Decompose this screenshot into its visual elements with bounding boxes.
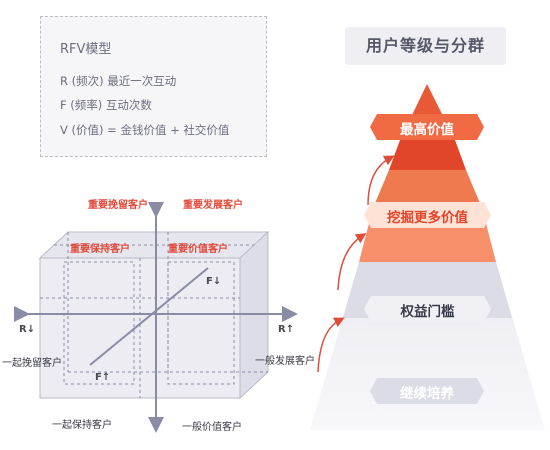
axis-label-f-low: F↓ [206, 276, 222, 287]
f-axis [89, 267, 209, 366]
rfv-line-value: V (价值) = 金钱价值 + 社交价值 [60, 123, 230, 137]
tag-keep-nurturing [370, 378, 484, 404]
axis-label-r-high: R↑ [278, 324, 295, 335]
axis-label-f-high: F↑ [95, 372, 111, 383]
pyramid-title: 用户等级与分群 [365, 36, 485, 55]
tag-benefit-threshold [364, 296, 491, 322]
label-general-recall: 一起挽留客户 [2, 358, 62, 369]
label-general-develop: 一般发展客户 [255, 356, 315, 367]
rfv-line-recency: R (频次) 最近一次互动 [60, 74, 177, 88]
label-general-keep: 一起保持客户 [52, 420, 112, 431]
label-important-value: 重要价值客户 [168, 244, 228, 255]
level-keep-nurturing: 继续培养 [400, 386, 454, 402]
label-important-recall: 重要挽留客户 [88, 200, 148, 211]
growth-arrows [317, 155, 395, 373]
cube-division-lines [40, 232, 268, 398]
level-benefit-threshold: 权益门槛 [400, 304, 455, 320]
label-important-keep: 重要保持客户 [70, 244, 130, 255]
rfv-axes [14, 202, 298, 433]
user-pyramid [310, 84, 545, 430]
pyramid-title-box: 用户等级与分群 [345, 27, 506, 65]
label-important-develop: 重要发展客户 [183, 200, 243, 211]
label-general-value: 一般价值客户 [182, 422, 242, 433]
tag-dig-more-value [364, 202, 491, 228]
pyramid-band-1 [389, 140, 466, 170]
tag-highest-value [370, 114, 484, 140]
level-dig-more-value: 挖掘更多价值 [387, 210, 468, 226]
rfv-title: RFV模型 [60, 42, 112, 57]
rfv-line-frequency: F (频率) 互动次数 [60, 98, 152, 112]
rfv-definition-box: RFV模型 R (频次) 最近一次互动 F (频率) 互动次数 V (价值) =… [40, 16, 267, 157]
level-highest-value: 最高价值 [400, 122, 454, 138]
pyramid-band-2 [373, 170, 482, 208]
axis-label-r-low: R↓ [19, 324, 36, 335]
